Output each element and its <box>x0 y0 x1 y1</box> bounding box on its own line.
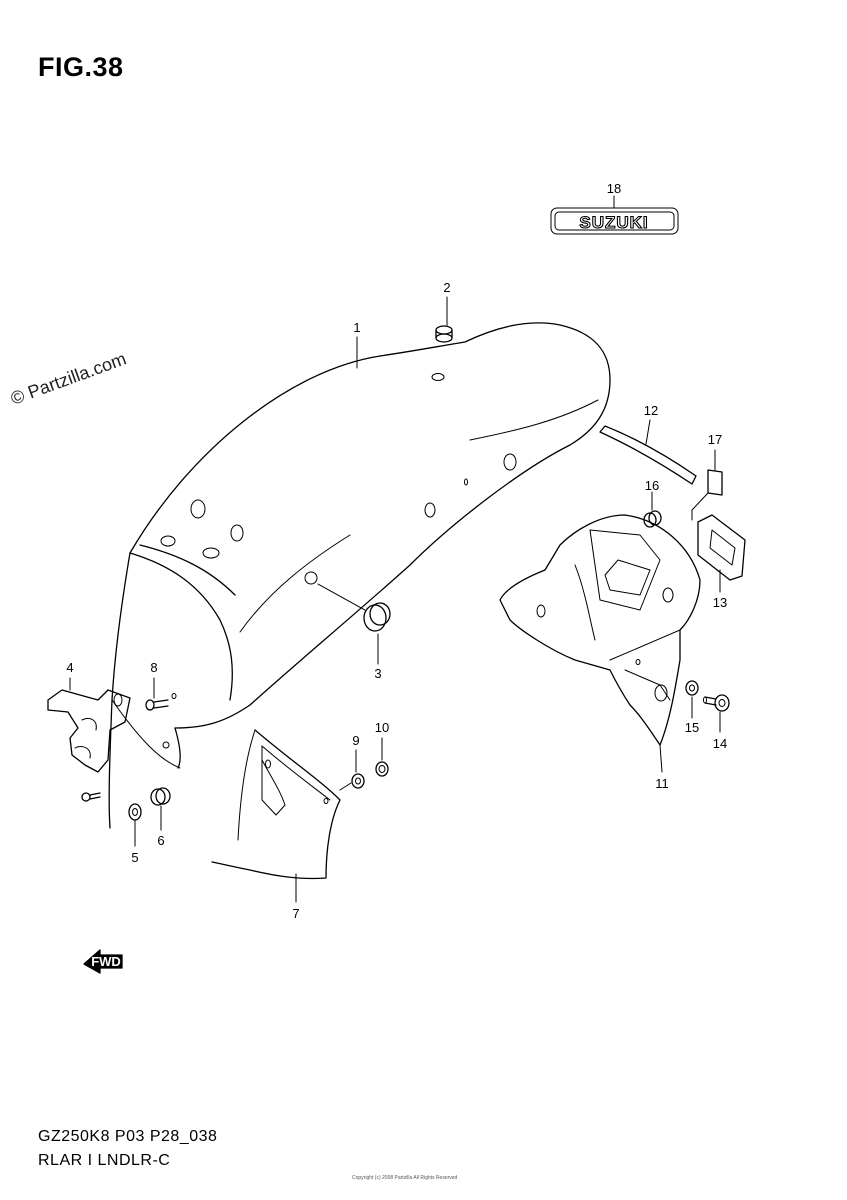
license-bracket[interactable] <box>499 514 701 746</box>
nut-6[interactable] <box>150 787 171 806</box>
callout-4: 4 <box>66 660 73 675</box>
fwd-arrow-icon: FWD <box>83 949 123 974</box>
clip[interactable] <box>691 469 723 521</box>
callout-17: 17 <box>708 432 722 447</box>
grommet-side[interactable] <box>363 602 391 632</box>
suzuki-emblem[interactable]: SUZUKI <box>550 207 679 235</box>
emblem-text: SUZUKI <box>579 213 648 232</box>
washer-9[interactable] <box>351 773 365 789</box>
reflector-strip[interactable] <box>599 425 697 485</box>
bolt-small[interactable] <box>81 792 101 802</box>
nut-10[interactable] <box>375 761 389 777</box>
callout-3: 3 <box>374 666 381 681</box>
callout-2: 2 <box>443 280 450 295</box>
callout-11: 11 <box>655 776 669 791</box>
bolt-14[interactable] <box>703 694 730 712</box>
bracket[interactable] <box>47 689 131 773</box>
callout-13: 13 <box>713 595 727 610</box>
callout-1: 1 <box>353 320 360 335</box>
callout-14: 14 <box>713 736 727 751</box>
washer-15[interactable] <box>685 680 699 696</box>
rear-fender[interactable] <box>108 322 611 829</box>
mud-flap[interactable] <box>211 729 341 880</box>
callout-5: 5 <box>131 850 138 865</box>
model-code: GZ250K8 P03 P28_038 <box>38 1128 218 1145</box>
section-name: RLAR I LNDLR-C <box>38 1152 171 1169</box>
reflector[interactable] <box>697 514 746 581</box>
grommet-top[interactable] <box>435 325 453 343</box>
fwd-label: FWD <box>91 954 121 969</box>
callout-9: 9 <box>352 733 359 748</box>
callout-7: 7 <box>292 906 299 921</box>
copyright-fine-print: Copyright (c) 2008 Partzilla All Rights … <box>352 1175 458 1181</box>
bolt-8[interactable] <box>145 693 177 711</box>
callout-10: 10 <box>375 720 389 735</box>
callout-8: 8 <box>150 660 157 675</box>
callout-6: 6 <box>157 833 164 848</box>
callout-16: 16 <box>645 478 659 493</box>
callout-18: 18 <box>607 181 621 196</box>
callout-15: 15 <box>685 720 699 735</box>
washer[interactable] <box>128 803 142 821</box>
nut-16[interactable] <box>643 510 662 528</box>
callout-12: 12 <box>644 403 658 418</box>
figure-title: FIG.38 <box>38 52 124 82</box>
